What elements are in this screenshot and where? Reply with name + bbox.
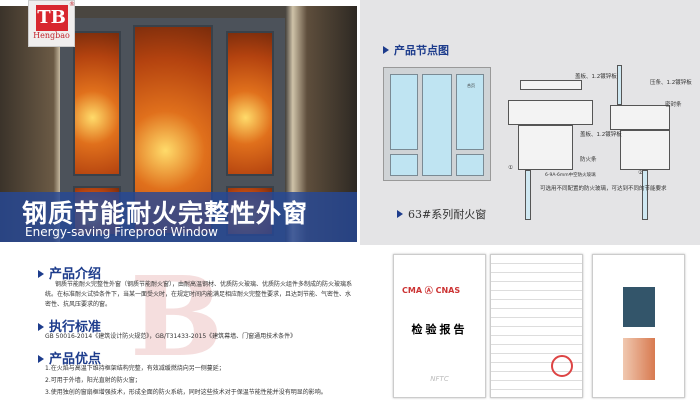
window-label: 合页	[467, 83, 475, 88]
callout: 压条、1.2镀锌板	[650, 80, 692, 86]
test-photo	[623, 287, 655, 327]
report-title: 检验报告	[411, 323, 468, 336]
callout: 密封条	[665, 102, 682, 108]
test-photo	[623, 338, 655, 380]
logo-text: Hengbao	[33, 31, 70, 40]
window-elevation-diagram	[383, 67, 491, 181]
report-cover: CMA Ⓐ CNAS 检验报告 NFTC	[393, 254, 486, 398]
section-label-1: ①	[508, 165, 513, 171]
callout: 防火条	[580, 157, 597, 163]
section-label-2: ②	[638, 170, 643, 176]
nftc-mark: NFTC	[430, 375, 449, 383]
series-title: 63#系列耐火窗	[397, 206, 486, 222]
report-photo-page	[592, 254, 685, 398]
certification-logos-icon: CMA Ⓐ CNAS	[402, 286, 461, 295]
report-table-page	[490, 254, 583, 398]
diagram-heading: 产品节点图	[383, 42, 449, 58]
hero-banner	[0, 192, 357, 242]
triangle-bullet-icon	[38, 355, 44, 363]
seal-stamp-icon	[551, 355, 573, 377]
logo-mark-icon: TB	[35, 5, 68, 31]
hero-title: 钢质节能耐火完整性外窗	[22, 199, 309, 228]
triangle-bullet-icon	[38, 323, 44, 331]
intro-text: 钢质节能耐火完整性外窗（钢质节能耐火窗），由耐高温钢材、优质防火玻璃、优质防火组…	[45, 281, 353, 308]
watermark-logo: B	[130, 252, 223, 381]
callout: 6-9A-6mm中空防火玻璃	[545, 173, 596, 178]
standard-text: GB 50016-2014《建筑设计防火规范》，GB/T31433-2015《建…	[45, 333, 297, 340]
callout: 盖板、1.2镀锌板	[580, 132, 622, 138]
brand-logo: TB Hengbao	[28, 0, 75, 47]
advantage-item: 1.在火焰与高温下维持框架结构完整，有效减缓燃烧向另一侧蔓延；	[45, 365, 225, 372]
advantages-heading: 产品优点	[38, 348, 101, 367]
advantage-item: 2.可用于外墙，阳光直射的防火窗；	[45, 377, 141, 384]
registered-mark: ®	[69, 1, 75, 8]
intro-heading: 产品介绍	[38, 263, 101, 282]
triangle-bullet-icon	[383, 46, 389, 54]
advantage-item: 3.使用独创的窗扇框增强技术，形成全面的防火系统，同时这些技术对于保温节能性能并…	[45, 389, 327, 396]
callout: 盖板、1.2镀锌板	[575, 74, 617, 80]
diagram-caption: 可选用不同配置的防火玻璃，可达到不同的节能要求	[540, 186, 667, 192]
triangle-bullet-icon	[397, 210, 403, 218]
triangle-bullet-icon	[38, 270, 44, 278]
standard-heading: 执行标准	[38, 316, 101, 335]
hero-subtitle: Energy-saving Fireproof Window	[25, 225, 218, 239]
